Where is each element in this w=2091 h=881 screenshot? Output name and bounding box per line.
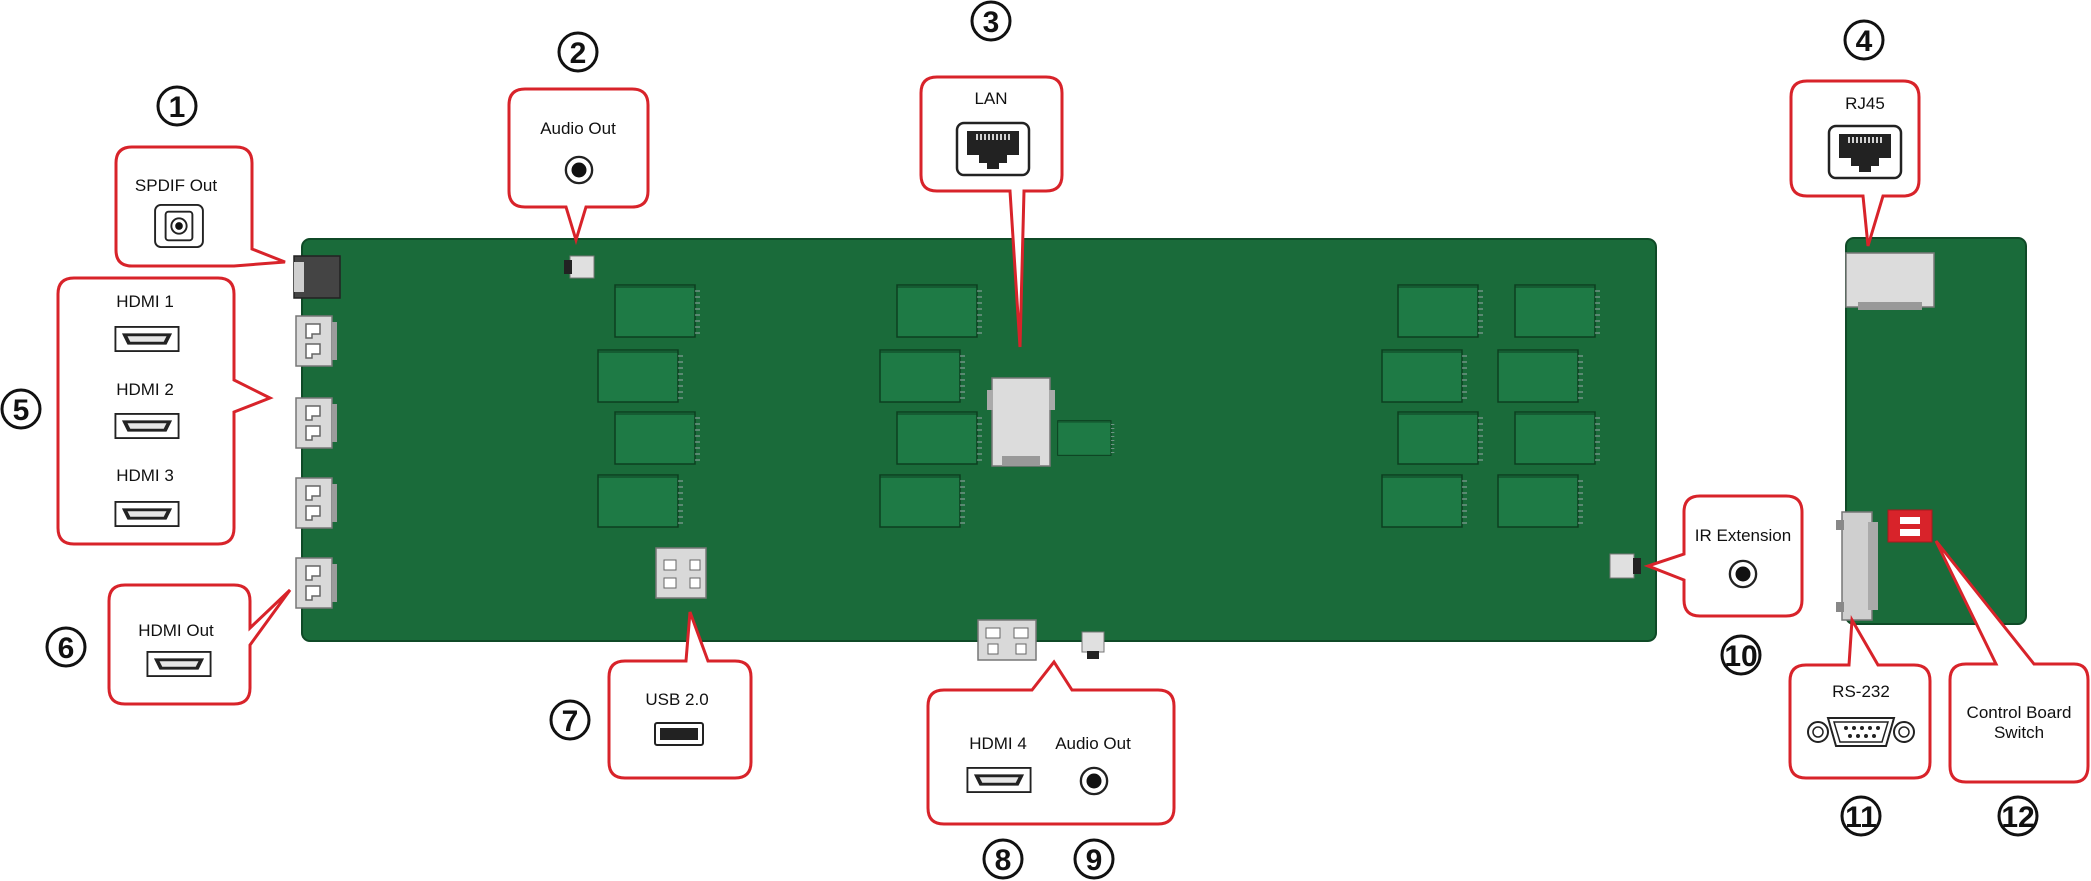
dip-switch	[1887, 509, 1933, 543]
callout-9-number: 9	[1086, 844, 1103, 877]
hdmi-port-icon	[146, 651, 212, 677]
callout-12-number: 12	[2001, 801, 2034, 834]
callout-11: RS-232 11	[1788, 614, 1932, 837]
callout-6-label: HDMI Out	[138, 621, 214, 640]
callout-2-number: 2	[570, 37, 587, 70]
callout-5-label-3: HDMI 3	[116, 466, 174, 485]
hdmi-port-icon	[114, 501, 180, 527]
ir-extension-connector	[1609, 553, 1641, 579]
callout-9-label: Audio Out	[1055, 734, 1131, 753]
callout-2-label: Audio Out	[540, 119, 616, 138]
hdmi-port-icon	[114, 413, 180, 439]
audio-jack-icon	[1079, 766, 1109, 796]
callout-4-number: 4	[1856, 25, 1873, 58]
rj45-port-icon	[1827, 124, 1903, 180]
hdmi-port-icon	[114, 326, 180, 352]
main-board	[293, 238, 1657, 661]
rj45-connector	[1845, 252, 1935, 310]
hdmi-port-icon	[966, 767, 1032, 793]
callout-1: SPDIF Out 1	[114, 85, 286, 268]
callout-8-number: 8	[995, 844, 1012, 877]
callout-6-number: 6	[58, 632, 75, 665]
callout-10: IR Extension 10	[1643, 494, 1804, 676]
audio-out-connector-bottom	[1081, 631, 1105, 659]
callout-5-label-1: HDMI 1	[116, 292, 174, 311]
callout-12-label-1: Control Board	[1967, 703, 2072, 722]
hdmi-out-connector	[295, 557, 338, 609]
callout-5: HDMI 1 HDMI 2 HDMI 3 5	[0, 276, 274, 546]
rs232-connector	[1836, 511, 1878, 621]
hdmi3-connector	[295, 477, 338, 529]
callout-2: Audio Out 2	[507, 31, 650, 246]
audio-out-connector-top	[564, 255, 595, 279]
callout-6: HDMI Out 6	[45, 583, 292, 706]
usb-port-icon	[654, 722, 704, 746]
callout-3-number: 3	[983, 6, 1000, 39]
callout-8-9: HDMI 4 Audio Out 8 9	[926, 659, 1176, 880]
callout-11-number: 11	[1845, 801, 1877, 834]
callout-11-label: RS-232	[1832, 682, 1890, 701]
callout-3: LAN 3	[919, 0, 1064, 348]
callout-10-number: 10	[1724, 640, 1757, 673]
rj45-port-icon	[955, 121, 1031, 177]
callout-12: Control Board Switch 12	[1934, 540, 2090, 837]
spdif-optical-icon	[154, 204, 204, 248]
callout-12-label-2: Switch	[1994, 723, 2044, 742]
callout-7: USB 2.0 7	[549, 611, 753, 780]
callout-5-number: 5	[13, 394, 30, 427]
audio-jack-icon	[1728, 559, 1758, 589]
callout-1-number: 1	[169, 91, 186, 124]
usb-connector	[655, 547, 707, 599]
callout-3-label: LAN	[974, 89, 1007, 108]
callout-5-label-2: HDMI 2	[116, 380, 174, 399]
control-board	[1836, 237, 2027, 625]
callout-7-number: 7	[562, 705, 579, 738]
callout-7-label: USB 2.0	[645, 690, 708, 709]
audio-jack-icon	[564, 155, 594, 185]
callout-4: RJ45 4	[1789, 19, 1921, 247]
callout-1-label: SPDIF Out	[135, 176, 217, 195]
callout-10-label: IR Extension	[1695, 526, 1791, 545]
callout-4-label: RJ45	[1845, 94, 1885, 113]
hdmi2-connector	[295, 397, 338, 449]
callout-8-label: HDMI 4	[969, 734, 1027, 753]
lan-connector	[987, 377, 1055, 467]
hdmi1-connector	[295, 315, 338, 367]
hdmi4-connector	[977, 619, 1037, 661]
